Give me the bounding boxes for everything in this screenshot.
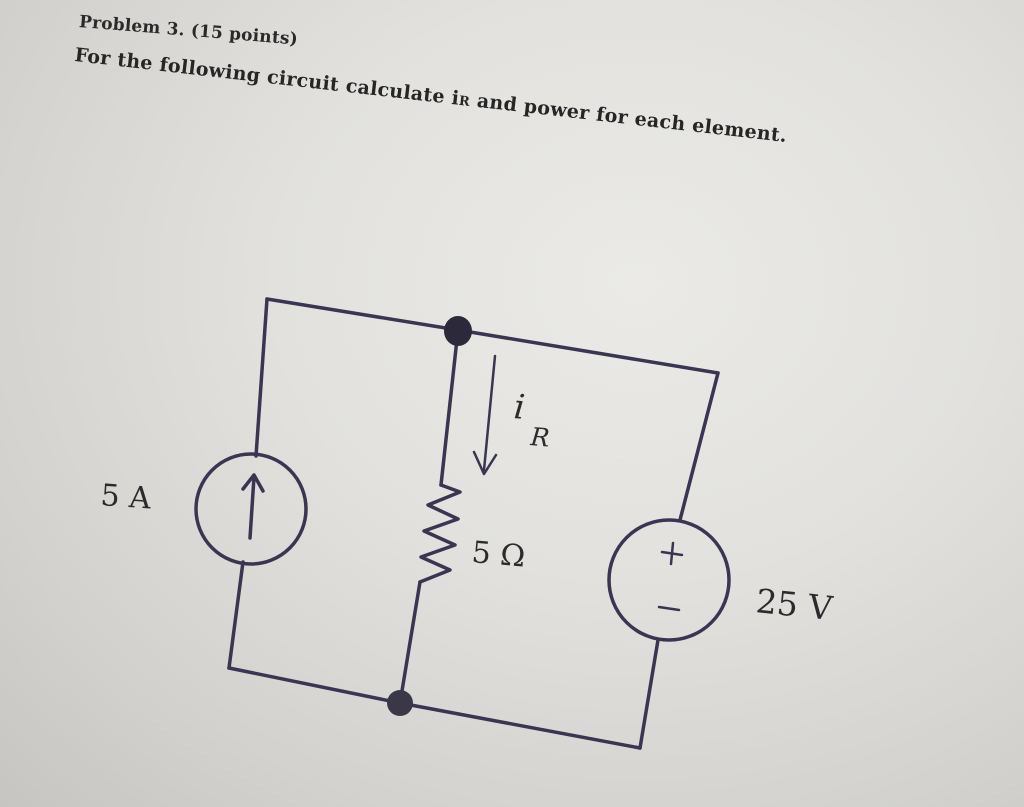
voltage-source-label: 25 V (754, 581, 835, 628)
current-source-arrow-head (241, 473, 265, 493)
voltage-minus-sign (657, 605, 681, 612)
right-wire-bottom (638, 638, 660, 750)
current-arrow-head (472, 450, 498, 476)
top-wire (265, 297, 720, 375)
voltage-source-circle (607, 518, 731, 642)
left-wire-bottom (227, 560, 245, 670)
current-source-arrow-shaft (248, 475, 256, 540)
right-wire-top (678, 371, 720, 522)
current-source-circle (194, 452, 308, 566)
resistor-label: 5 Ω (470, 535, 526, 575)
resistor-zigzag (418, 483, 462, 584)
current-arrow-shaft (482, 354, 497, 472)
middle-wire-bottom (398, 580, 422, 705)
left-wire-top (254, 297, 269, 458)
bottom-wire (227, 666, 642, 750)
top-node (444, 316, 472, 346)
current-label-i: i (512, 387, 526, 428)
current-label-subscript: R (528, 422, 550, 453)
middle-wire-top (439, 328, 460, 487)
current-source-label: 5 A (99, 478, 152, 516)
voltage-plus-sign (660, 541, 684, 566)
bottom-node (387, 690, 413, 716)
